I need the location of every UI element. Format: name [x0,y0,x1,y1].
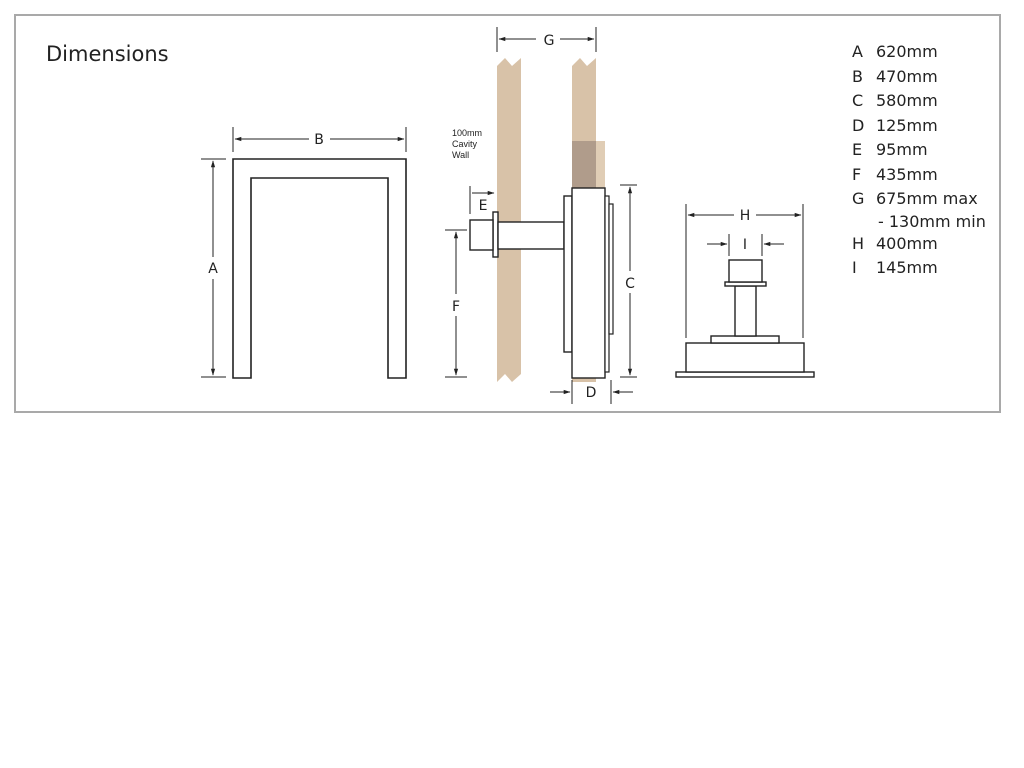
label-g: G [544,33,555,49]
label-h: H [740,208,751,224]
dimension-f: F [445,229,467,378]
note-line-2: Cavity [452,139,478,149]
page-title: Dimensions [46,42,169,66]
frame-front-view [232,158,407,379]
dimension-c: C [620,184,637,378]
cavity-wall-note: 100mm Cavity Wall [452,128,482,160]
fire-top-view [675,259,815,378]
fire-side-profile [469,187,614,379]
dimension-b: B [232,127,407,152]
note-line-1: 100mm [452,128,482,138]
dimension-e: E [469,186,495,214]
dimension-h: H [685,204,804,338]
label-e: E [479,198,488,214]
label-i: I [743,237,747,253]
label-b: B [314,132,324,148]
note-line-3: Wall [452,150,469,160]
dimension-g: G [496,27,597,52]
dimension-a: A [201,158,226,378]
label-c: C [625,276,635,292]
label-a: A [208,261,218,277]
label-f: F [452,299,460,315]
legend-row-g-min: - 130mm min [878,211,986,231]
dimension-d: D [550,380,633,404]
label-d: D [586,385,597,401]
dimension-i: I [707,234,784,256]
